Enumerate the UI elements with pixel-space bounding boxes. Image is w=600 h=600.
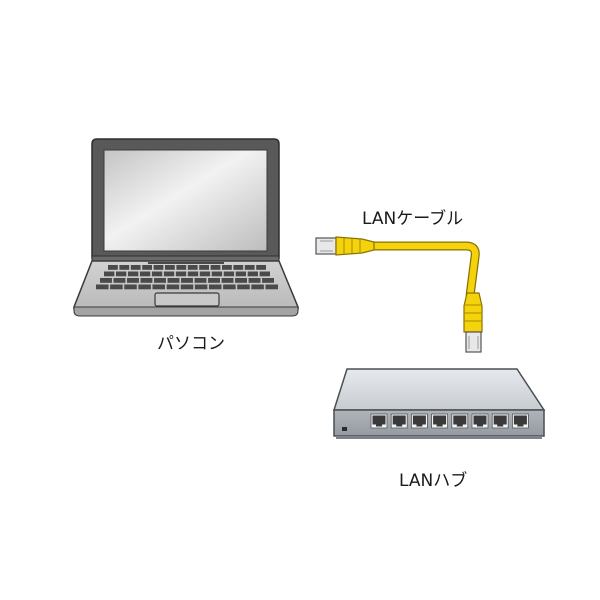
keyboard-key — [154, 278, 166, 283]
keyboard-key — [251, 284, 264, 290]
keyboard-key — [113, 278, 126, 283]
lan-cable-icon — [315, 236, 483, 353]
keyboard-key — [151, 271, 163, 277]
lan-cable-wire-outline — [372, 241, 480, 297]
keyboard-key — [244, 265, 255, 270]
keyboard-key — [247, 271, 259, 277]
keyboard-key — [130, 265, 141, 270]
hub-ports — [370, 413, 529, 429]
pc-label: パソコン — [157, 334, 225, 354]
keyboard-key — [222, 265, 232, 270]
keyboard-key — [115, 271, 127, 277]
keyboard-key — [124, 284, 137, 290]
laptop-front-edge — [73, 306, 299, 317]
keyboard-key — [187, 271, 199, 277]
hub-status-led — [342, 427, 347, 431]
keyboard-key — [199, 271, 211, 277]
keyboard-key — [187, 265, 198, 270]
keyboard-key — [181, 278, 193, 283]
keyboard-key — [100, 278, 112, 283]
keyboard-key — [153, 265, 164, 270]
keyboard-key — [139, 271, 151, 277]
keyboard-key — [176, 265, 187, 270]
keyboard-key — [104, 271, 115, 277]
keyboard-key — [175, 271, 187, 277]
laptop-trackpad — [154, 292, 220, 307]
keyboard-key — [265, 284, 278, 290]
keyboard-key — [140, 278, 153, 283]
keyboard-key — [237, 284, 250, 290]
hub-port — [431, 413, 449, 429]
hub-port — [471, 413, 489, 429]
hub-port — [410, 413, 428, 429]
keyboard-key — [152, 284, 166, 290]
hub-port — [491, 413, 509, 429]
keyboard-key — [108, 265, 118, 270]
hub-port — [512, 413, 529, 429]
keyboard-key — [208, 284, 222, 290]
keyboard-top-strip — [148, 262, 224, 264]
lan-cable-plug-left — [315, 236, 375, 256]
keyboard-key — [211, 271, 223, 277]
keyboard-key — [223, 271, 235, 277]
keyboard-key — [194, 278, 207, 283]
lan-hub-label: LANハブ — [399, 471, 468, 491]
hub-port — [370, 413, 388, 429]
keyboard-key — [223, 284, 236, 290]
keyboard-key — [199, 265, 209, 270]
keyboard-key — [180, 284, 194, 290]
hub-top — [332, 368, 546, 411]
keyboard-key — [167, 278, 180, 283]
lan-cable-plug-bottom — [463, 292, 483, 353]
keyboard-key — [119, 265, 130, 270]
keyboard-key — [221, 278, 234, 283]
keyboard-key — [166, 284, 180, 290]
keyboard-key — [262, 278, 274, 283]
keyboard-key — [233, 265, 244, 270]
keyboard-key — [127, 278, 139, 283]
keyboard-key — [110, 284, 123, 290]
lan-cable-wire — [372, 242, 479, 297]
keyboard-key — [235, 278, 247, 283]
keyboard-key — [208, 278, 220, 283]
keyboard-key — [256, 265, 266, 270]
hub-bottom-edge — [336, 436, 542, 439]
hub-port — [451, 413, 469, 429]
laptop-keyboard — [96, 262, 278, 290]
hub-port — [390, 413, 408, 429]
keyboard-key — [210, 265, 221, 270]
keyboard-key — [127, 271, 139, 277]
keyboard-key — [138, 284, 151, 290]
network-hub-icon — [332, 368, 546, 439]
keyboard-key — [248, 278, 261, 283]
keyboard-key — [163, 271, 175, 277]
laptop-screen — [103, 149, 268, 252]
keyboard-key — [142, 265, 152, 270]
keyboard-key — [165, 265, 175, 270]
keyboard-key — [259, 271, 270, 277]
laptop-icon — [73, 138, 299, 317]
keyboard-key — [235, 271, 247, 277]
keyboard-key — [194, 284, 208, 290]
keyboard-key — [96, 284, 109, 290]
lan-cable-label: LANケーブル — [362, 209, 464, 229]
